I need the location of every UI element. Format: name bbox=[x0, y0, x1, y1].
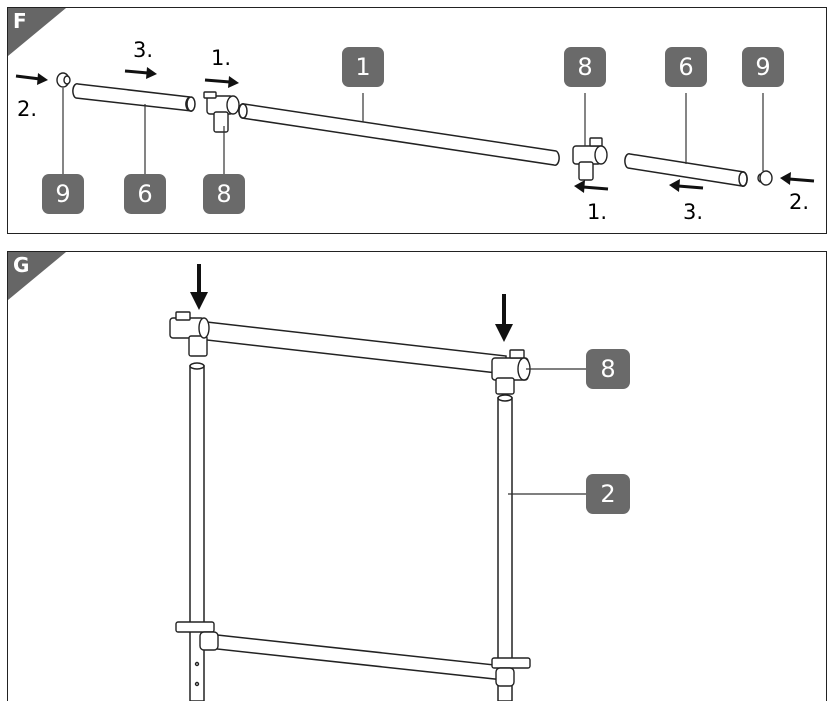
svg-text:9: 9 bbox=[55, 180, 70, 208]
arrow-step1-right bbox=[574, 180, 609, 193]
connector-lower-right bbox=[491, 657, 531, 687]
t-connector-top-right bbox=[491, 349, 531, 395]
t-connector-right bbox=[572, 137, 608, 181]
crossbar-bottom bbox=[207, 633, 505, 681]
panel-g: G bbox=[7, 251, 827, 701]
upright-left bbox=[189, 362, 205, 701]
tube-short-left bbox=[72, 83, 196, 112]
arrow-step2-right bbox=[780, 172, 815, 185]
arrow-step3-left bbox=[124, 67, 157, 79]
svg-text:1: 1 bbox=[355, 53, 370, 81]
panel-g-corner-tab bbox=[8, 252, 66, 300]
svg-text:8: 8 bbox=[577, 53, 592, 81]
step-label-2-left: 2. bbox=[17, 97, 37, 121]
badge-8: 8 bbox=[586, 349, 630, 389]
panel-g-letter: G bbox=[13, 253, 29, 277]
step-label-1-right: 1. bbox=[587, 200, 607, 224]
badge-6-left: 6 bbox=[124, 174, 166, 214]
tube-short-right bbox=[624, 153, 748, 187]
t-connector-top-left bbox=[169, 311, 210, 357]
badge-1: 1 bbox=[342, 47, 384, 87]
svg-text:8: 8 bbox=[600, 355, 615, 383]
connector-lower-left bbox=[175, 621, 219, 651]
badge-9-right: 9 bbox=[742, 47, 784, 87]
panel-g-drawing: G bbox=[8, 252, 630, 701]
arrow-down-left bbox=[190, 264, 208, 310]
arrow-down-right bbox=[495, 294, 513, 342]
upright-right bbox=[497, 394, 513, 701]
svg-text:2: 2 bbox=[600, 480, 615, 508]
panel-f-drawing: F bbox=[8, 8, 815, 224]
step-label-1-left: 1. bbox=[211, 46, 231, 70]
tube-long bbox=[238, 103, 560, 166]
badge-9-left: 9 bbox=[42, 174, 84, 214]
panel-f-corner-tab bbox=[8, 8, 66, 56]
badge-8-right: 8 bbox=[564, 47, 606, 87]
step-label-3-left: 3. bbox=[133, 38, 153, 62]
badge-2: 2 bbox=[586, 474, 630, 514]
step-label-2-right: 2. bbox=[789, 190, 809, 214]
step-label-3-right: 3. bbox=[683, 200, 703, 224]
panel-f-letter: F bbox=[13, 9, 27, 33]
svg-text:6: 6 bbox=[678, 53, 693, 81]
panel-f: F bbox=[7, 7, 827, 234]
t-connector-left bbox=[203, 91, 240, 133]
arrow-step3-right bbox=[669, 179, 704, 192]
badge-8-left: 8 bbox=[203, 174, 245, 214]
crossbar-top bbox=[197, 320, 507, 375]
end-cap-left bbox=[56, 72, 71, 88]
arrow-step2-left bbox=[15, 73, 48, 85]
svg-text:9: 9 bbox=[755, 53, 770, 81]
end-cap-right bbox=[757, 170, 773, 186]
badge-6-right: 6 bbox=[665, 47, 707, 87]
svg-text:8: 8 bbox=[216, 180, 231, 208]
svg-text:6: 6 bbox=[137, 180, 152, 208]
arrow-step1-left bbox=[204, 76, 239, 88]
